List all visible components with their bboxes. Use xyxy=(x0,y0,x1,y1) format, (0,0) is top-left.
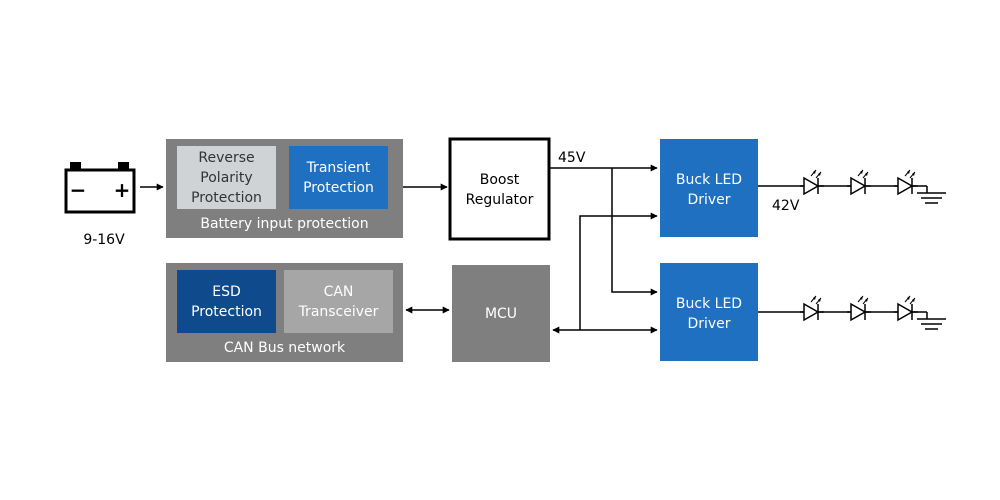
esd-protection-line-1: ESD xyxy=(212,284,241,300)
battery-input-protection-label: Battery input protection xyxy=(200,216,368,232)
boost-regulator-line-2: Regulator xyxy=(466,192,534,208)
reverse-polarity-line-3: Protection xyxy=(191,190,262,206)
battery-icon: − + xyxy=(64,162,136,214)
led-icon xyxy=(799,295,825,321)
can-transceiver-line-1: CAN xyxy=(324,284,354,300)
boost-output-voltage-label: 45V xyxy=(558,150,586,166)
led-icon xyxy=(799,169,825,195)
led-icon xyxy=(846,169,872,195)
buck-led-driver-2-block xyxy=(660,263,758,361)
transient-protection-line-1: Transient xyxy=(306,160,371,176)
transient-protection-line-2: Protection xyxy=(303,180,374,196)
can-transceiver-block xyxy=(284,270,393,333)
led-icon xyxy=(893,295,919,321)
buck-output-voltage-label: 42V xyxy=(772,198,800,214)
mcu-label: MCU xyxy=(485,306,517,322)
boost-regulator-block xyxy=(448,137,551,241)
buck-led-driver-1-line-1: Buck LED xyxy=(676,172,742,188)
buck-led-driver-1-block xyxy=(660,139,758,237)
ground-icon xyxy=(917,186,946,204)
transient-protection-block xyxy=(289,146,388,209)
reverse-polarity-line-1: Reverse xyxy=(198,150,254,166)
battery-plus-symbol: + xyxy=(114,178,131,202)
boost-to-driver-2-arrow xyxy=(611,168,658,296)
esd-protection-block xyxy=(177,270,276,333)
led-string-1 xyxy=(758,169,946,204)
led-icon xyxy=(893,169,919,195)
buck-led-driver-2-line-2: Driver xyxy=(687,316,730,332)
mcu-block xyxy=(452,265,550,362)
buck-led-driver-2-line-1: Buck LED xyxy=(676,296,742,312)
led-icon xyxy=(846,295,872,321)
buck-led-driver-1-line-2: Driver xyxy=(687,192,730,208)
reverse-polarity-protection-block xyxy=(177,146,276,209)
mcu-to-driver-1-arrow xyxy=(579,212,658,330)
boost-regulator-line-1: Boost xyxy=(480,172,520,188)
ground-icon xyxy=(917,312,946,330)
can-bus-network-label: CAN Bus network xyxy=(224,340,346,356)
connection-lines xyxy=(140,164,658,334)
led-string-2 xyxy=(758,295,946,330)
esd-protection-line-2: Protection xyxy=(191,304,262,320)
battery-minus-symbol: − xyxy=(70,178,87,202)
reverse-polarity-line-2: Polarity xyxy=(200,170,252,186)
can-transceiver-line-2: Transceiver xyxy=(298,304,379,320)
battery-voltage-label: 9-16V xyxy=(83,232,125,248)
